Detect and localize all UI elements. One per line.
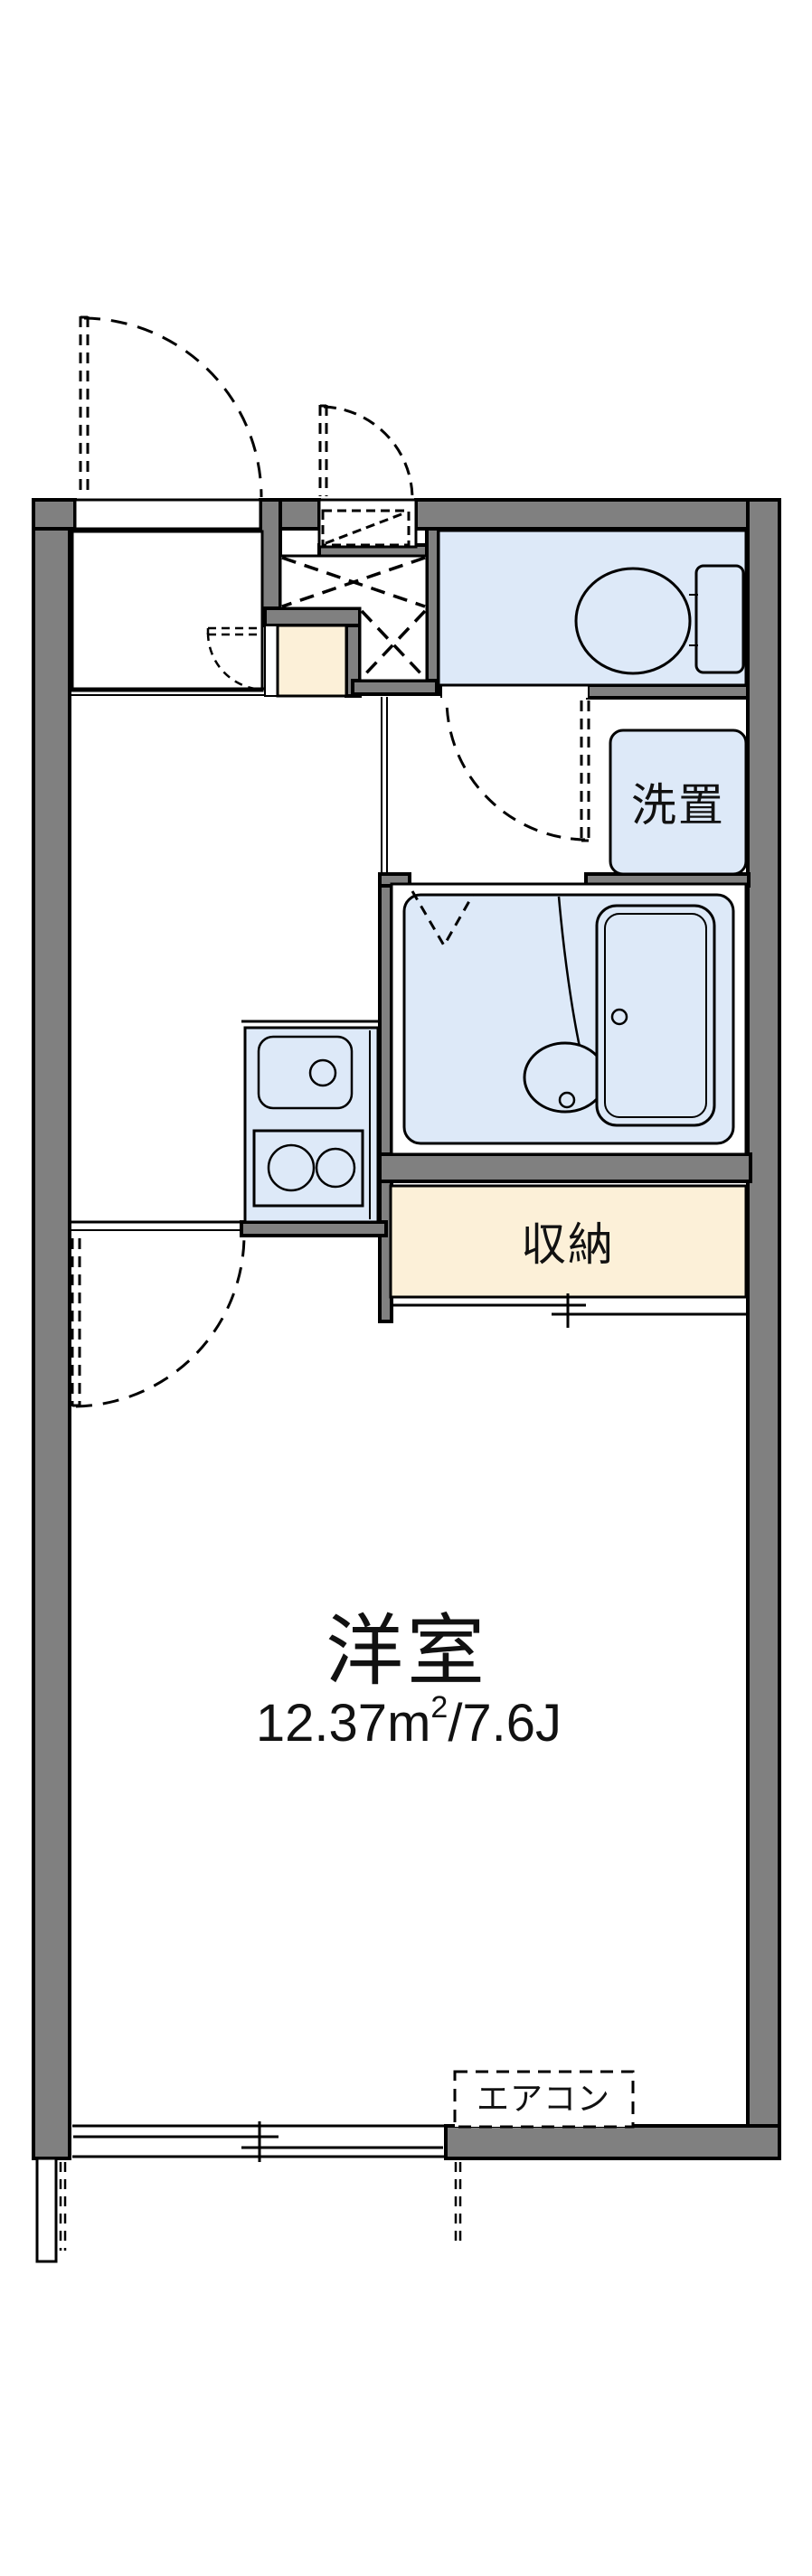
door-swing-arc	[323, 405, 414, 499]
kitchen-unit	[241, 1020, 380, 1224]
main-room-door	[71, 1234, 246, 1408]
genkan-inner-door	[206, 626, 264, 691]
entrance-sill-dashed-box	[321, 509, 411, 547]
bath-partition-curve	[557, 896, 581, 1048]
wall-bottom-right	[444, 2124, 781, 2160]
bathroom-fixtures	[411, 890, 716, 1127]
entrance-recess	[317, 498, 418, 549]
closet-box	[389, 1184, 748, 1299]
closet-label: 収納	[521, 1219, 615, 1270]
wall-top-left	[32, 498, 77, 531]
western-room-area: 12.37m2/7.6J	[256, 1690, 562, 1753]
door-swing-arc	[75, 1234, 246, 1408]
ps-x-lower	[360, 609, 427, 680]
bathtub-drain	[610, 1008, 628, 1026]
window-bottom	[72, 2121, 446, 2162]
wall-left	[32, 498, 71, 2160]
door-swing-arc	[206, 632, 264, 691]
area-superscript: 2	[430, 1690, 448, 1725]
washbasin-drain	[558, 1091, 576, 1109]
walls	[32, 498, 781, 2160]
genkan-door-opening	[264, 625, 279, 697]
pipe-space-x-marks	[281, 556, 427, 680]
balcony-wall-left	[35, 2157, 58, 2263]
closet-sliding-door	[391, 1293, 746, 1328]
area-rest: /7.6J	[448, 1694, 562, 1753]
wall-ps-bottom	[351, 679, 439, 696]
area-main: 12.37m	[256, 1694, 430, 1753]
bathtub	[595, 904, 716, 1127]
western-room-label: 洋室	[326, 1608, 488, 1695]
wall-bath-bottom	[378, 1152, 752, 1183]
storage-exterior-door	[79, 315, 263, 498]
thresholds	[68, 687, 388, 1231]
storage-room	[71, 530, 264, 692]
toilet-door	[445, 697, 590, 842]
wall-openings	[73, 498, 588, 698]
aircon-dashed-box	[453, 2070, 635, 2129]
ps-x-upper	[281, 556, 426, 608]
wall-right	[746, 498, 781, 2160]
toilet-bowl	[574, 567, 692, 675]
entrance-door	[318, 404, 414, 547]
aircon-label: エアコン	[477, 2080, 610, 2117]
toilet-fixture	[574, 564, 745, 675]
ps-x-lower	[360, 609, 427, 680]
toilet-tank	[694, 564, 745, 674]
sink-drain	[308, 1058, 337, 1087]
kitchen-counter	[243, 1026, 380, 1224]
stove-burner-left	[267, 1143, 316, 1192]
wall-below-kitchen	[240, 1220, 388, 1237]
wall-toilet-bottom	[586, 683, 750, 700]
storage-exterior-door-opening	[73, 498, 262, 531]
genkan	[276, 624, 348, 698]
wall-ps-mid	[263, 606, 362, 627]
washer-space-box	[609, 729, 748, 876]
wall-ps-toilet	[425, 527, 440, 696]
washbasin	[523, 1041, 608, 1114]
balcony-partitions	[35, 2157, 462, 2263]
kitchen-sink	[257, 1035, 354, 1110]
stove-burner-right	[315, 1147, 356, 1189]
wall-top-right	[414, 498, 781, 531]
door-swing-arc	[445, 697, 586, 841]
door-swing-arc	[83, 316, 263, 498]
bathtub-inner	[604, 913, 707, 1118]
stove-top	[252, 1129, 364, 1208]
bath-folding-door	[411, 890, 475, 948]
toilet-door-opening	[441, 685, 588, 698]
aircon-unit: エアコン	[453, 2070, 635, 2129]
washer-space-label: 洗置	[631, 780, 725, 831]
